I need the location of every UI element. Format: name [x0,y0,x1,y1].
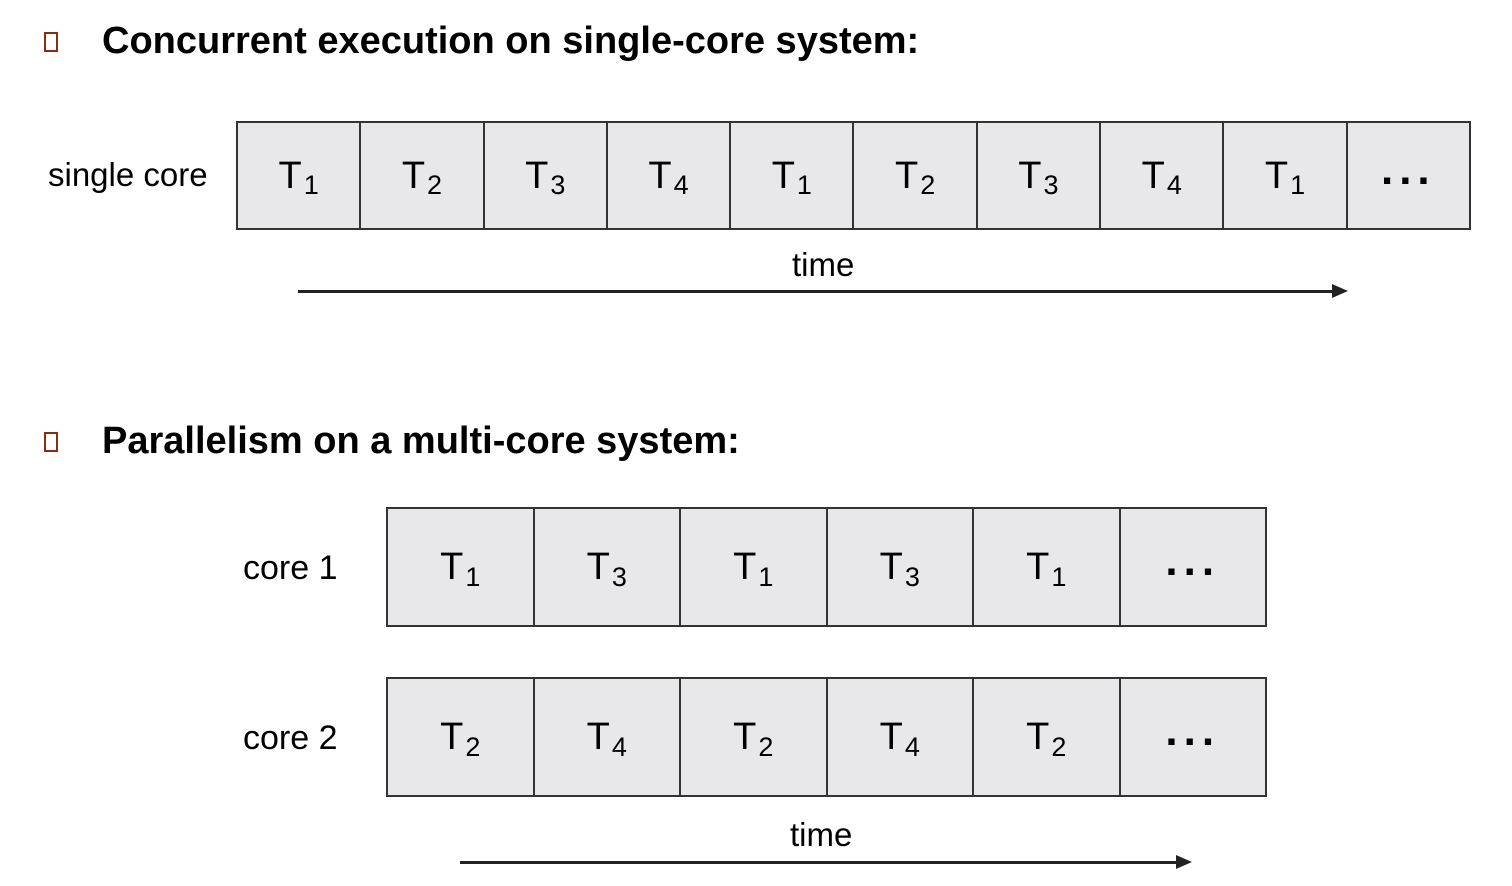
thread-index: 1 [758,561,774,592]
thread-letter: T [525,154,549,197]
ellipsis-text: ... [1165,536,1221,585]
row-label-core-1: core 1 [243,549,338,587]
thread-letter: T [771,154,795,197]
thread-letter: T [440,546,464,588]
thread-letter: T [278,154,302,197]
thread-index: 3 [1043,170,1059,200]
thread-letter: T [586,716,610,758]
time-axis-label: time [792,246,855,283]
thread-letter: T [1018,154,1042,197]
row-label-core-2: core 2 [243,719,338,757]
ellipsis-text: ... [1165,706,1221,755]
bullet-icon [44,432,58,452]
thread-index: 2 [465,731,481,762]
thread-letter: T [1141,154,1165,197]
ellipsis-text: ... [1380,144,1436,194]
section-heading-parallelism: Parallelism on a multi-core system: [102,420,740,462]
row-label-single-core: single core [48,156,208,193]
thread-letter: T [879,716,903,758]
thread-letter: T [440,716,464,758]
thread-index: 3 [611,561,627,592]
thread-index: 1 [303,170,319,200]
thread-letter: T [879,546,903,588]
thread-index: 1 [465,561,481,592]
thread-index: 1 [1290,170,1306,200]
thread-letter: T [1026,716,1050,758]
thread-letter: T [733,546,757,588]
thread-index: 1 [796,170,812,200]
thread-index: 3 [550,170,566,200]
thread-letter: T [1264,154,1289,197]
thread-letter: T [586,546,610,588]
thread-index: 3 [904,561,920,592]
thread-index: 2 [920,170,936,200]
thread-letter: T [401,154,426,197]
thread-index: 1 [1051,561,1067,592]
ellipsis-slot: ... [1121,509,1266,625]
ellipsis-slot: ... [1121,679,1266,795]
time-arrow [298,284,1348,298]
thread-index: 4 [904,731,920,762]
thread-letter: T [733,716,757,758]
thread-letter: T [1026,546,1050,588]
section-heading-concurrent: Concurrent execution on single-core syst… [102,20,920,62]
thread-index: 2 [758,731,774,762]
thread-index: 2 [1051,731,1067,762]
thread-index: 4 [611,731,627,762]
ellipsis-slot: ... [1348,123,1469,228]
time-arrow [460,855,1192,869]
thread-letter: T [648,154,672,197]
thread-letter: T [895,154,919,197]
thread-index: 4 [1166,170,1182,200]
time-axis-label: time [790,816,853,853]
thread-index: 4 [673,170,689,200]
bullet-icon [44,32,58,52]
thread-index: 2 [427,170,443,200]
